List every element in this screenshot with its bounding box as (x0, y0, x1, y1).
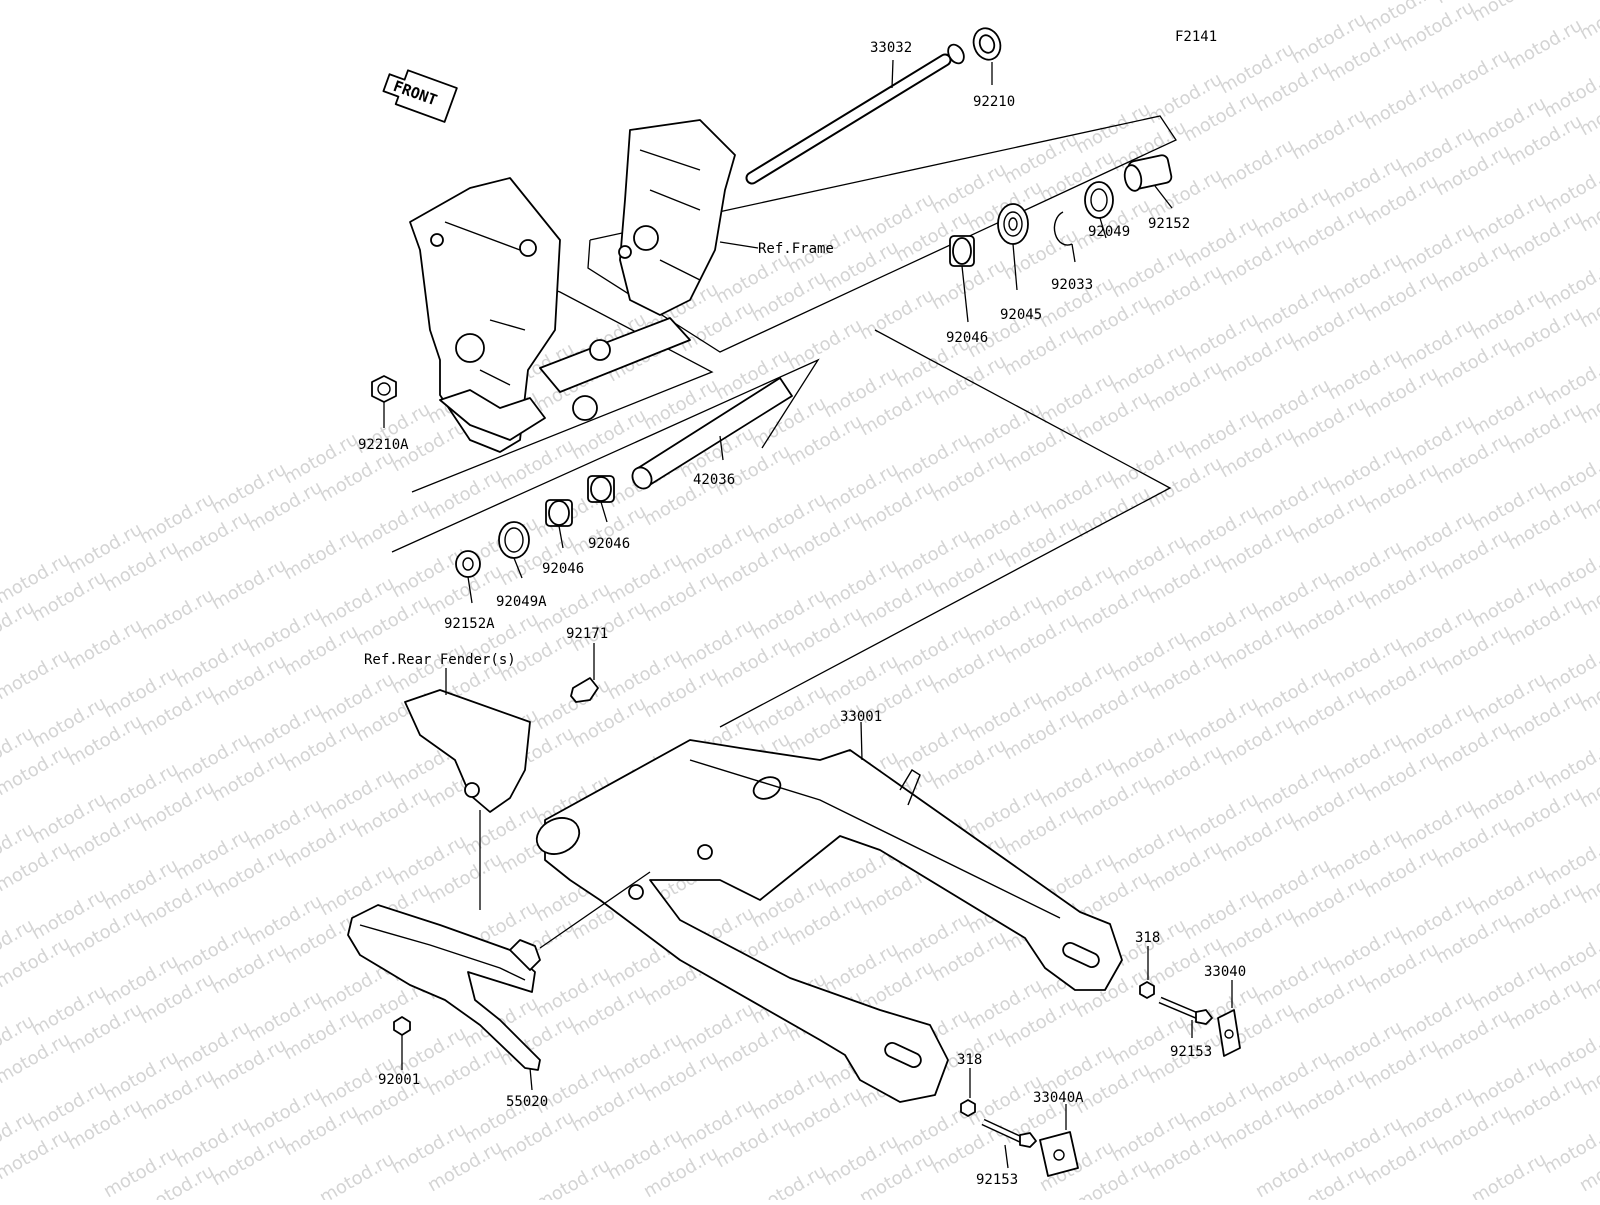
needle-bearing-92046-b (587, 475, 615, 503)
label-92152: 92152 (1148, 216, 1190, 232)
label-92033: 92033 (1051, 277, 1093, 293)
watermark-text: motod.ru (784, 315, 866, 374)
watermark-text: motod.ru (1468, 0, 1550, 26)
watermark-text: motod.ru (748, 1161, 830, 1200)
adjuster-33040A (1039, 1131, 1079, 1177)
swingarm-33001 (535, 739, 1123, 1103)
label-92171: 92171 (566, 626, 608, 642)
label-92046-c: 92046 (542, 561, 584, 577)
label-92046-upper: 92046 (946, 330, 988, 346)
seal-92049 (1084, 181, 1114, 219)
watermark-text: motod.ru (0, 645, 74, 704)
chain-guard-55020 (347, 904, 541, 1071)
clip-92171 (570, 677, 599, 703)
watermark-text: motod.ru (64, 615, 146, 674)
leader-lines (383, 59, 1233, 1169)
frame-left-plate (409, 177, 561, 453)
label-33040: 33040 (1204, 964, 1246, 980)
nut-92210 (972, 27, 1002, 61)
watermark-text: motod.ru (352, 495, 434, 554)
left-kit-bracket (391, 358, 820, 553)
watermark-text: motod.ru (1432, 45, 1514, 104)
watermark-text: motod.ru (208, 555, 290, 614)
watermark-text: motod.ru (1468, 1149, 1550, 1200)
adjuster-33040 (1217, 1009, 1241, 1057)
collar-92152 (1123, 154, 1173, 192)
pivot-shaft (745, 43, 965, 185)
watermark-text: motod.ru (1216, 135, 1298, 194)
label-92046-b: 92046 (588, 536, 630, 552)
nut-92210A (371, 375, 397, 403)
watermark-text: motod.ru (424, 465, 506, 524)
label-92001: 92001 (378, 1072, 420, 1088)
bolt-92001 (393, 1016, 411, 1036)
label-92152A: 92152A (444, 616, 495, 632)
watermark-text: motod.ru (316, 1149, 398, 1200)
label-33040A: 33040A (1033, 1090, 1084, 1106)
bolt-92153-left (981, 1118, 1037, 1148)
label-318-right: 318 (1135, 930, 1160, 946)
label-55020: 55020 (506, 1094, 548, 1110)
rear-fender-ref (404, 689, 531, 813)
label-92049A: 92049A (496, 594, 547, 610)
label-92210A: 92210A (358, 437, 409, 453)
label-33032: 33032 (870, 40, 912, 56)
label-92210: 92210 (973, 94, 1015, 110)
watermark-text: motod.ru (1288, 105, 1370, 164)
nut-318-left (960, 1099, 976, 1117)
watermark-text: motod.ru (136, 585, 218, 644)
label-33001: 33001 (840, 709, 882, 725)
sleeve-42036 (631, 377, 793, 490)
label-92049: 92049 (1088, 224, 1130, 240)
label-92153-right: 92153 (1170, 1044, 1212, 1060)
ref-rear-fender-label: Ref.Rear Fender(s) (364, 652, 516, 668)
watermark-text: motod.ru (856, 285, 938, 344)
label-42036: 42036 (693, 472, 735, 488)
needle-bearing-92046-c (545, 499, 573, 527)
nut-318-right (1139, 981, 1155, 999)
seal-92049A (498, 521, 530, 559)
watermark-text: motod.ru (1504, 15, 1586, 74)
frame-right-plate (618, 119, 736, 316)
watermark-text: motod.ru (280, 525, 362, 584)
needle-bearing-92046-upper (949, 235, 975, 267)
circlip-92033 (1053, 211, 1073, 246)
right-kit-bracket (719, 329, 1172, 728)
front-arrow: FRONT (382, 69, 458, 123)
ref-frame-label: Ref.Frame (758, 241, 834, 257)
bolt-92153-right (1158, 996, 1213, 1025)
label-92045: 92045 (1000, 307, 1042, 323)
watermark-text: motod.ru (532, 1155, 614, 1200)
label-92153-left: 92153 (976, 1172, 1018, 1188)
frame-cross-member (439, 317, 691, 441)
watermark-text: motod.ru (1360, 75, 1442, 134)
upper-kit-bracket (587, 115, 1177, 353)
bearing-92045 (997, 203, 1029, 245)
label-318-left: 318 (957, 1052, 982, 1068)
collar-92152A (455, 550, 481, 578)
diagram-code: F2141 (1175, 29, 1217, 45)
